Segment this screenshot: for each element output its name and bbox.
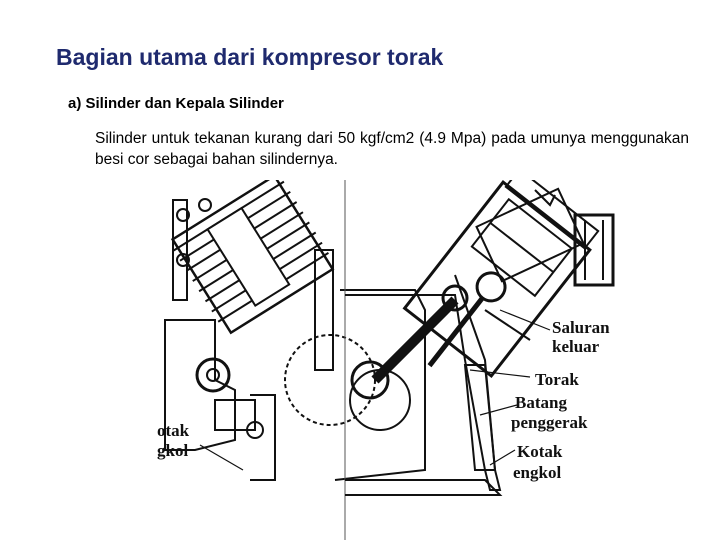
connecting-rod <box>349 284 469 431</box>
label-torak: Torak <box>535 370 579 389</box>
left-crankcase <box>164 319 276 481</box>
compressor-drawing: Saluran keluar Torak Batang penggerak Ko… <box>157 168 615 540</box>
section-subtitle: a) Silinder dan Kepala Silinder <box>68 95 284 112</box>
label-saluran: Saluran <box>552 318 610 337</box>
label-penggerak: penggerak <box>511 413 588 432</box>
body-paragraph: Silinder untuk tekanan kurang dari 50 kg… <box>95 130 689 168</box>
label-engkol: engkol <box>513 463 561 482</box>
right-crankcase <box>345 274 531 496</box>
label-left-otak: otak <box>157 421 190 440</box>
leader-lines <box>199 309 551 471</box>
label-batang: Batang <box>515 393 567 412</box>
left-cylinder-fins <box>170 174 335 335</box>
label-kotak: Kotak <box>517 442 563 461</box>
compressor-cross-section-figure: Saluran keluar Torak Batang penggerak Ko… <box>155 168 627 540</box>
left-pipe <box>314 249 334 371</box>
label-left-gkol: gkol <box>157 441 188 460</box>
left-head-bolts <box>172 198 212 301</box>
slide-title: Bagian utama dari kompresor torak <box>56 44 444 70</box>
right-cylinder <box>402 168 600 379</box>
label-keluar: keluar <box>552 337 600 356</box>
central-crank <box>284 180 426 540</box>
outlet-valve <box>475 187 615 287</box>
